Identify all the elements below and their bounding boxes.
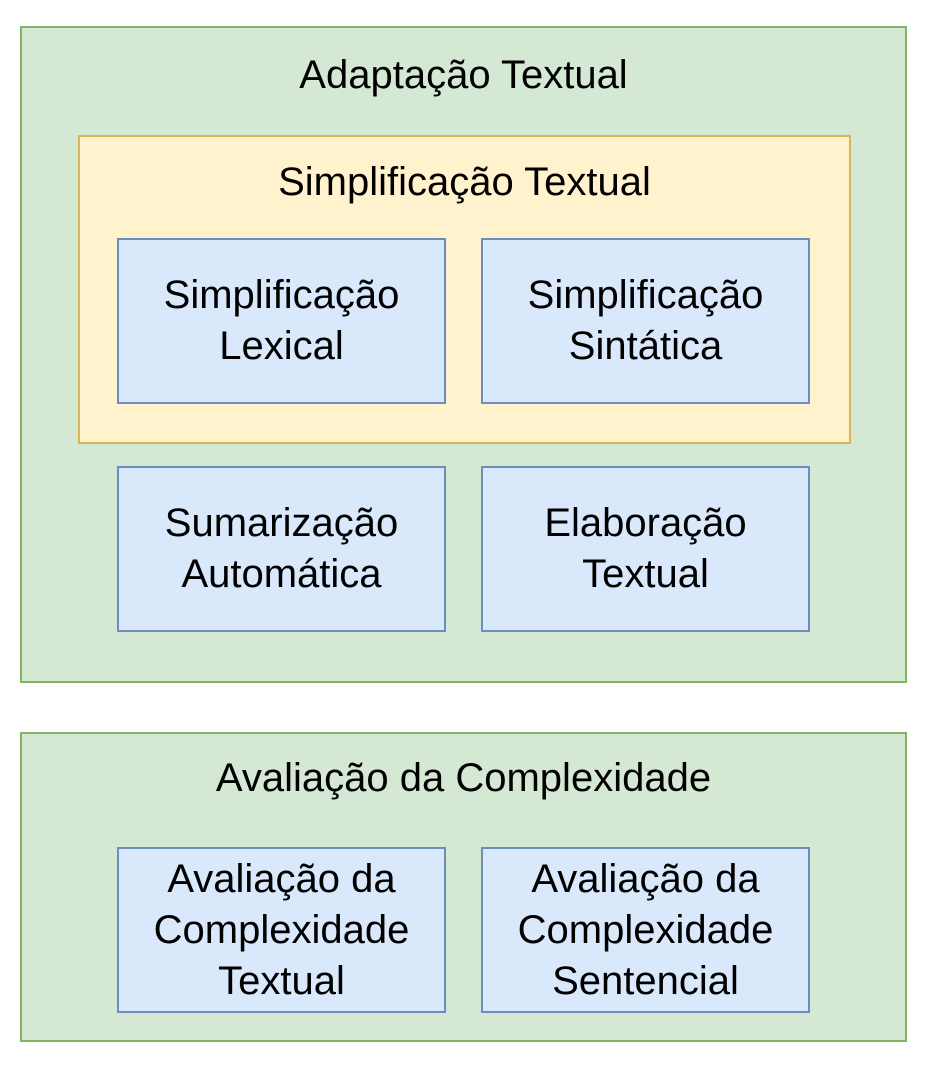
simplificacao-textual-title: Simplificação Textual — [278, 160, 651, 204]
simplificacao-lexical-line-2: Lexical — [219, 324, 344, 368]
adaptacao-textual-title: Adaptação Textual — [299, 53, 628, 97]
simplificacao-textual-group: Simplificação Textual Simplificação Lexi… — [78, 135, 851, 444]
avaliacao-textual-line-3: Textual — [218, 958, 345, 1003]
avaliacao-complexidade-title: Avaliação da Complexidade — [215, 756, 712, 800]
simplificacao-sintatica-line-2: Sintática — [568, 324, 723, 368]
avaliacao-sentencial-line-1: Avaliação da — [531, 856, 760, 901]
elaboracao-textual-line-2: Textual — [582, 552, 709, 596]
simplificacao-sintatica-box: Simplificação Sintática — [481, 238, 810, 404]
avaliacao-textual-line-2: Complexidade — [153, 907, 410, 952]
sumarizacao-automatica-line-2: Automática — [181, 552, 382, 596]
avaliacao-sentencial-line-2: Complexidade — [517, 907, 774, 952]
avaliacao-complexidade-sentencial-box: Avaliação da Complexidade Sentencial — [481, 847, 810, 1013]
sumarizacao-automatica-line-1: Sumarização — [164, 501, 399, 545]
elaboracao-textual-line-1: Elaboração — [544, 501, 747, 545]
sumarizacao-automatica-box: Sumarização Automática — [117, 466, 446, 632]
avaliacao-sentencial-line-3: Sentencial — [552, 958, 739, 1003]
elaboracao-textual-box: Elaboração Textual — [481, 466, 810, 632]
adaptacao-textual-group: Adaptação Textual Simplificação Textual … — [20, 26, 907, 683]
simplificacao-sintatica-line-1: Simplificação — [527, 273, 764, 317]
avaliacao-complexidade-group: Avaliação da Complexidade Avaliação da C… — [20, 732, 907, 1042]
simplificacao-lexical-line-1: Simplificação — [163, 273, 400, 317]
avaliacao-textual-line-1: Avaliação da — [167, 856, 396, 901]
simplificacao-lexical-box: Simplificação Lexical — [117, 238, 446, 404]
avaliacao-complexidade-textual-box: Avaliação da Complexidade Textual — [117, 847, 446, 1013]
